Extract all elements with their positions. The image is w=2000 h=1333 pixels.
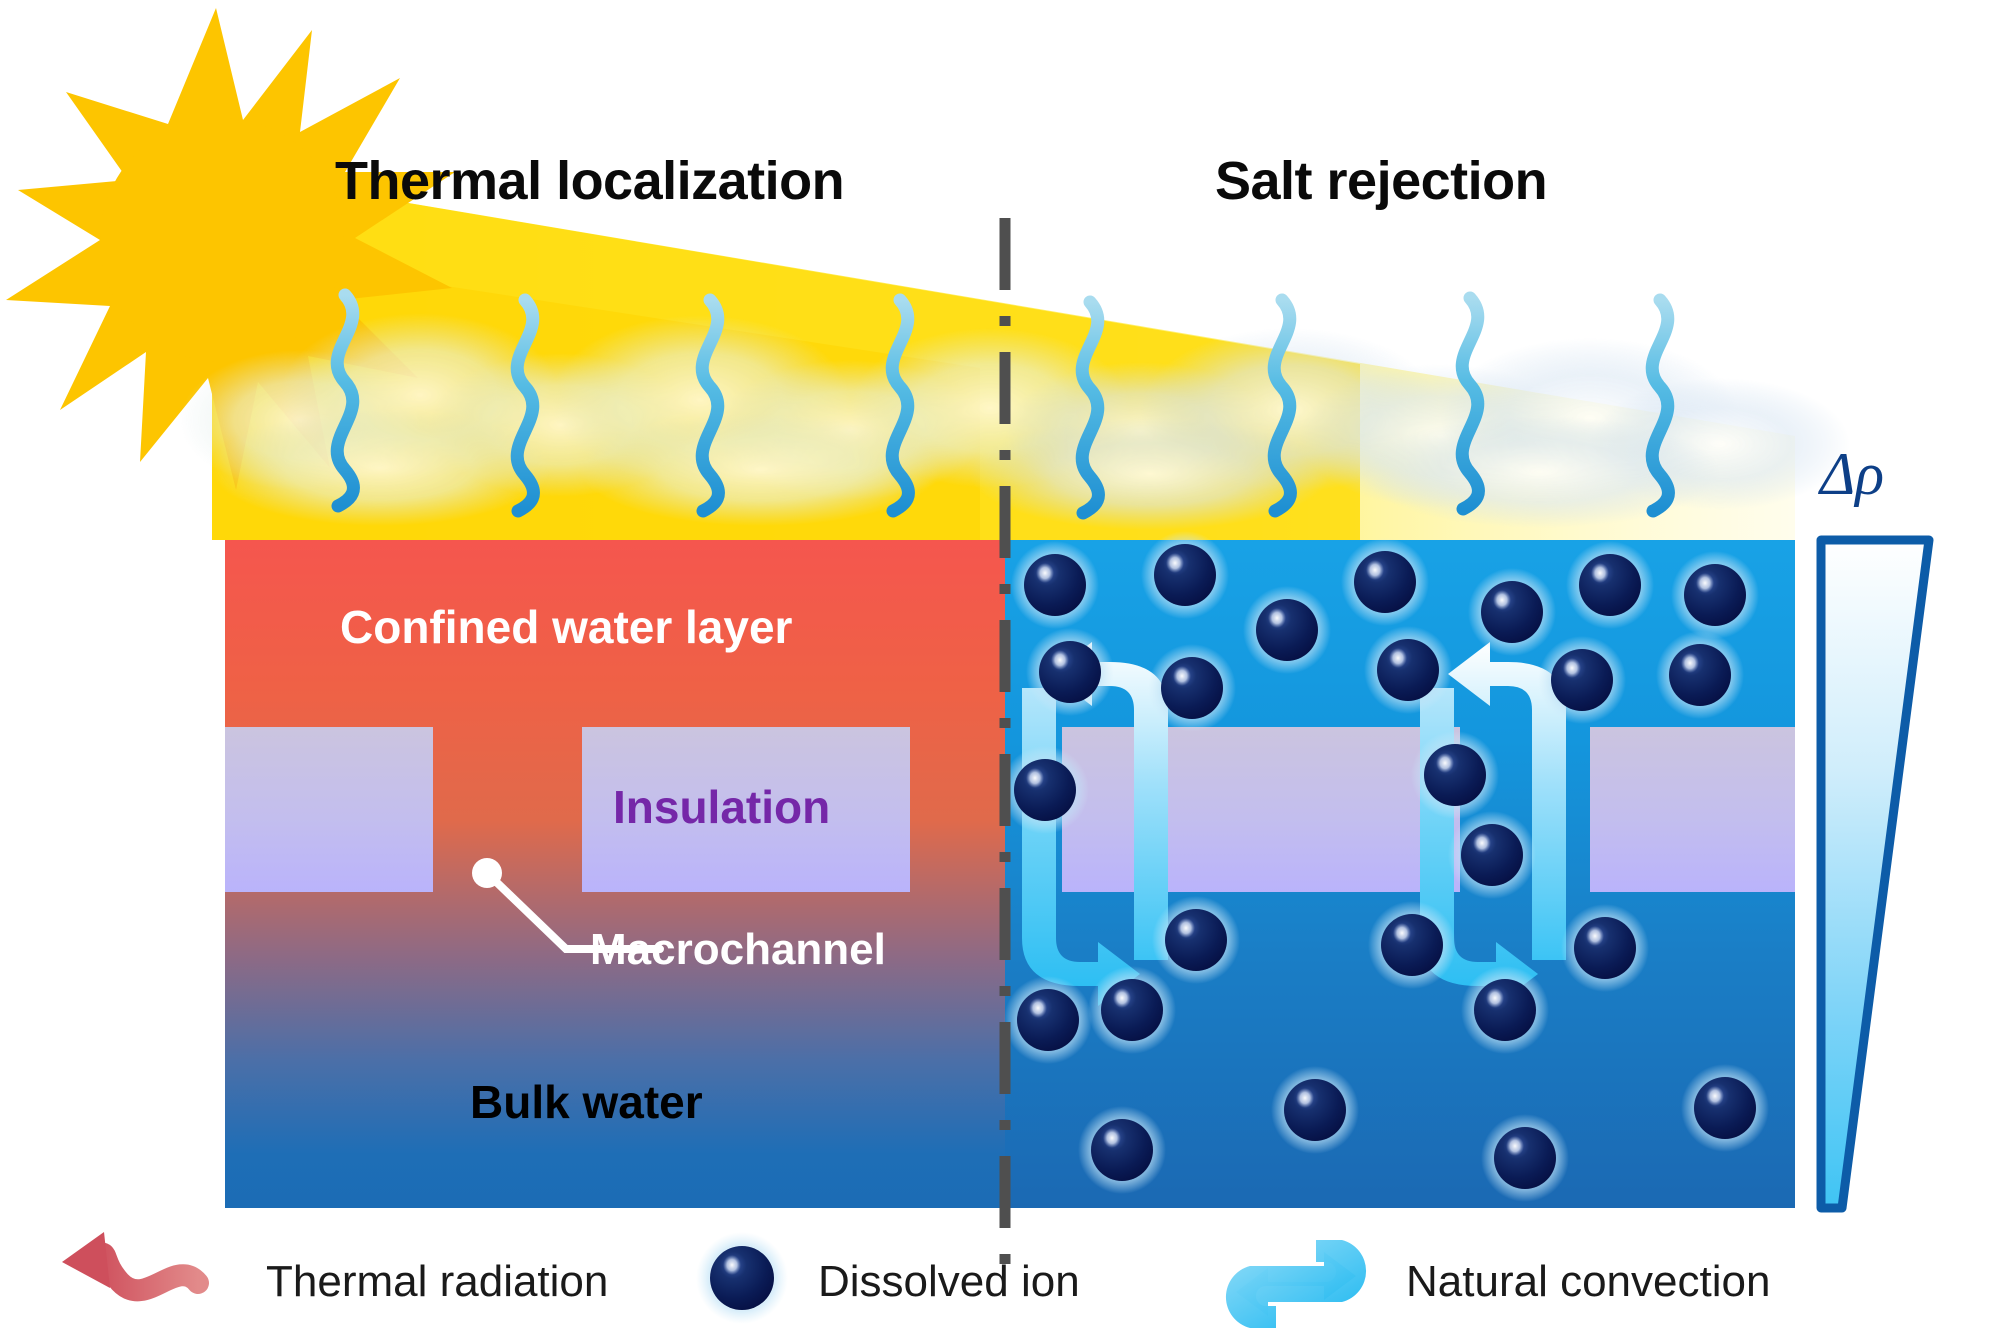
- sun-icon: [6, 8, 455, 490]
- legend-item-dissolved-ion: Dissolved ion: [700, 1230, 1080, 1333]
- legend-label-natural-convection: Natural convection: [1406, 1256, 1771, 1306]
- dissolved-ion-field: [1001, 531, 1769, 1202]
- legend-icon-slot-dissolved-ion: [700, 1242, 792, 1322]
- label-density-difference: Δρ: [1820, 441, 1885, 507]
- legend: Thermal radiation Dissolved ion Natural …: [0, 1230, 2000, 1333]
- legend-item-thermal-radiation: Thermal radiation: [60, 1230, 608, 1333]
- label-macrochannel: Macrochannel: [590, 925, 886, 974]
- legend-icon-slot-natural-convection: [1230, 1242, 1380, 1322]
- legend-graphics: [62, 1232, 1367, 1328]
- density-gradient-wedge: [1816, 535, 1934, 1213]
- heading-salt-rejection: Salt rejection: [1215, 151, 1548, 211]
- steam-cloud-band: [180, 313, 1850, 530]
- label-bulk-water: Bulk water: [470, 1076, 703, 1128]
- legend-label-dissolved-ion: Dissolved ion: [818, 1256, 1080, 1306]
- thermal-radiation-wave-icon: [62, 1232, 209, 1302]
- vapor-wave-icons: [330, 288, 1675, 520]
- natural-convection-arrows-icon: [1225, 1240, 1367, 1328]
- legend-icon-slot-thermal-radiation: [60, 1242, 240, 1322]
- label-confined-water-layer: Confined water layer: [340, 601, 793, 653]
- label-insulation: Insulation: [613, 781, 831, 833]
- insulation-blocks: [225, 727, 1795, 892]
- macrochannel-leader-line: [472, 858, 664, 953]
- dissolved-ion-sphere-icon: [696, 1232, 788, 1324]
- legend-label-thermal-radiation: Thermal radiation: [266, 1256, 609, 1306]
- legend-item-natural-convection: Natural convection: [1230, 1230, 1770, 1333]
- heading-thermal-localization: Thermal localization: [335, 151, 845, 211]
